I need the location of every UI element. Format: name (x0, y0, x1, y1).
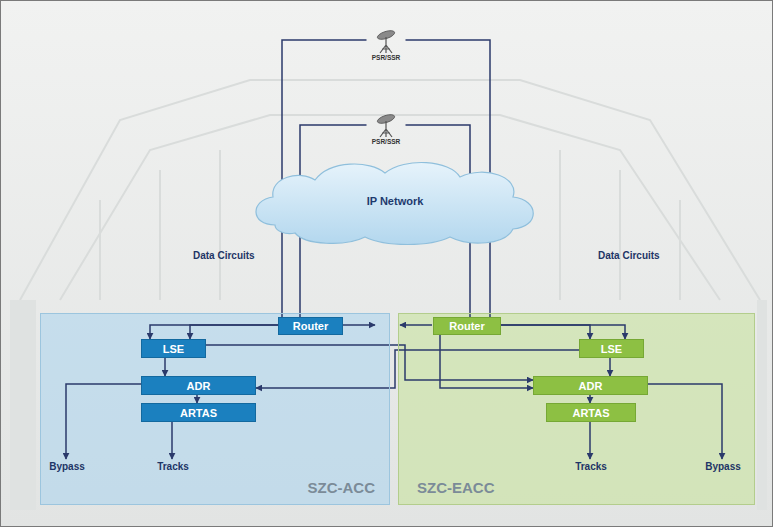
output-label: Tracks (151, 459, 195, 473)
node-label: IP Network (367, 195, 424, 207)
connector-line (150, 325, 278, 339)
circuit-label: Data Circuits (598, 250, 660, 261)
node-label: ADR (579, 380, 603, 392)
site-region: SZC-ACC RouterLSE ADR ARTAS Bypass Tracks (40, 313, 390, 505)
connector-line (190, 325, 278, 339)
radar-icon (374, 112, 398, 138)
radar-stand (380, 37, 392, 53)
radar-label: PSR/SSR (372, 54, 401, 61)
label-anchor: Data Circuits (598, 250, 660, 261)
output-label: Bypass (701, 459, 745, 473)
connector-line (589, 422, 591, 459)
connector-line (648, 384, 722, 459)
node-label: Bypass (705, 461, 741, 472)
radar-antenna: PSR/SSR (367, 28, 406, 64)
radar-stand (380, 121, 392, 137)
network-cloud: IP Network (245, 155, 545, 247)
cloud-outline (256, 162, 533, 244)
label-anchor: Data Circuits (193, 250, 255, 261)
node-label: Router (449, 320, 484, 332)
router-link-arrow (342, 324, 375, 326)
router-link-arrow (400, 324, 432, 326)
node-label: ARTAS (572, 407, 609, 419)
region-label: SZC-ACC (308, 479, 376, 496)
router-box: Router (278, 317, 343, 335)
node-label: LSE (601, 343, 622, 355)
node-label: Tracks (575, 461, 607, 472)
connector-line (196, 395, 198, 403)
node-label: ADR (187, 380, 211, 392)
output-label: Tracks (569, 459, 613, 473)
connector-line (589, 395, 591, 403)
connector-line (256, 350, 579, 388)
adr-box: ADR (533, 376, 648, 395)
connector-line (440, 335, 533, 388)
node-label: Tracks (157, 461, 189, 472)
artas-box: ARTAS (141, 403, 256, 422)
lse-box: LSE (579, 339, 644, 358)
connector-line (609, 358, 611, 376)
node-label: LSE (163, 343, 184, 355)
connector-line (66, 384, 141, 459)
output-label: Bypass (45, 459, 89, 473)
connector-line (501, 325, 590, 339)
circuit-label: Data Circuits (193, 250, 255, 261)
connector-line (164, 358, 166, 376)
lse-box: LSE (141, 339, 206, 358)
region-tint (398, 313, 755, 505)
node-label: Router (293, 320, 328, 332)
router-box: Router (433, 317, 501, 335)
region-label: SZC-EACC (417, 479, 495, 496)
node-label: ARTAS (180, 407, 217, 419)
adr-box: ADR (141, 376, 256, 395)
radar-antenna: PSR/SSR (367, 112, 406, 148)
node-label: Bypass (49, 461, 85, 472)
radar-icon (374, 28, 398, 54)
site-region: SZC-EACC RouterLSE ADR ARTAS Tracks Bypass (398, 313, 755, 505)
radar-label: PSR/SSR (372, 138, 401, 145)
region-tint (40, 313, 390, 505)
connector-line (501, 325, 625, 339)
artas-box: ARTAS (546, 403, 636, 422)
connector-line (171, 422, 173, 459)
